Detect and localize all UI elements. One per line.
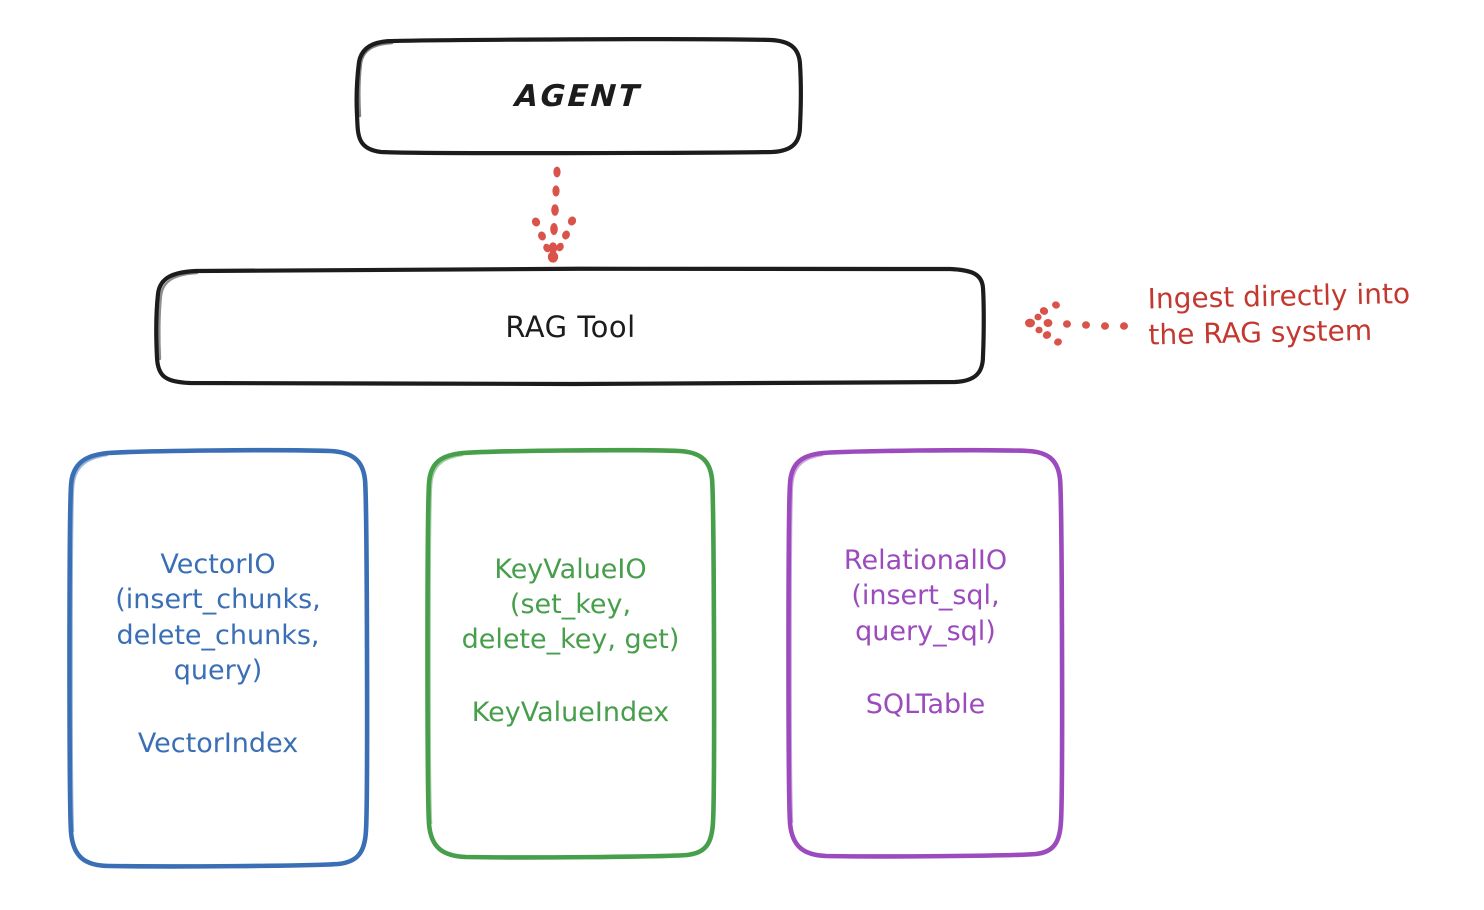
rag-tool-node-shape[interactable] (154, 266, 986, 387)
agent-to-rag-arrow (531, 166, 577, 263)
relational-io-node-shape[interactable] (786, 447, 1065, 859)
key-value-io-node-shape[interactable] (425, 447, 717, 860)
ingest-arrow (1025, 301, 1128, 346)
agent-node-shape[interactable] (354, 37, 803, 156)
vector-io-node-shape[interactable] (67, 447, 370, 869)
